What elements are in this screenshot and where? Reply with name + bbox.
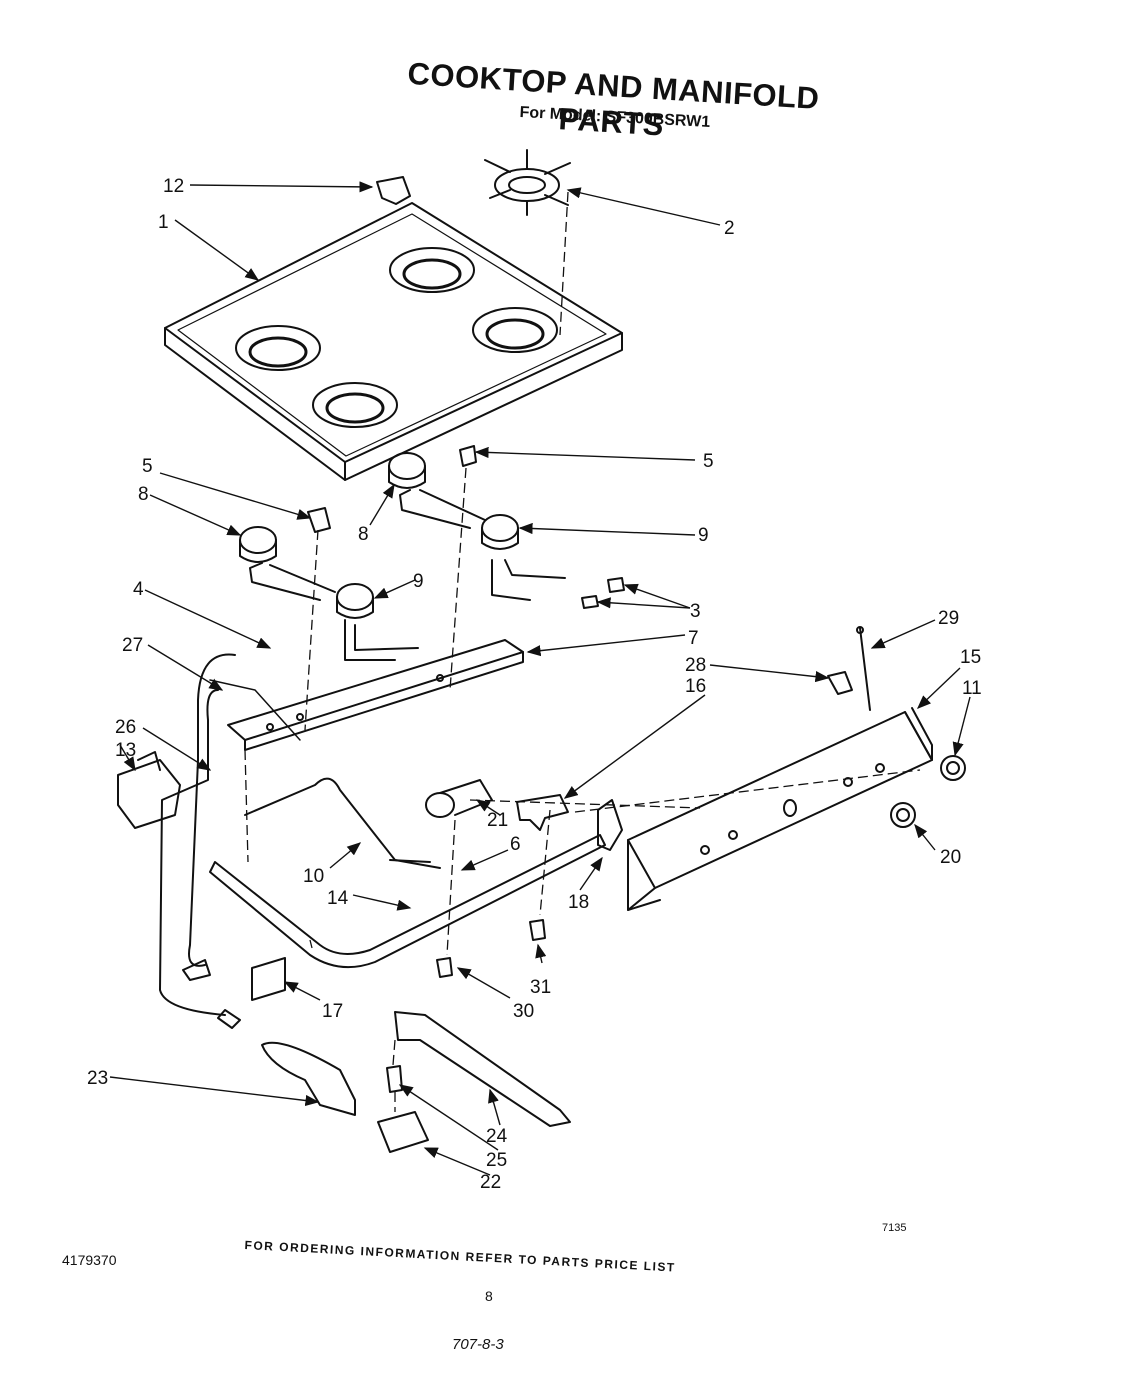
orifice-3b: [581, 595, 599, 609]
burner-assembly-right: [388, 445, 566, 601]
small-code: 7135: [882, 1222, 907, 1234]
callout-1: 1: [158, 212, 169, 233]
handwritten-code: 707-8-3: [452, 1336, 504, 1353]
callout-20: 20: [940, 847, 961, 868]
callout-29: 29: [938, 608, 959, 629]
wire-29: [859, 627, 871, 711]
gas-pipe-27: [188, 653, 236, 967]
callout-24: 24: [486, 1126, 508, 1147]
gas-pipe-26: [159, 689, 226, 1016]
callout-3: 3: [690, 601, 701, 622]
fitting-16: [516, 794, 569, 831]
manifold-tube: [209, 834, 606, 969]
callout-31: 31: [530, 977, 551, 998]
callout-27: 27: [122, 635, 143, 656]
callout-2: 2: [724, 218, 735, 239]
callout-28: 28: [685, 655, 706, 676]
callout-17: 17: [322, 1001, 343, 1022]
screw-31: [529, 919, 546, 941]
orifice-3a: [607, 577, 625, 593]
page-number: 8: [485, 1288, 493, 1304]
callout-9a: 9: [413, 571, 424, 592]
bracket-17: [251, 957, 286, 1001]
screw-30: [436, 957, 453, 978]
callout-21: 21: [487, 810, 508, 831]
callout-4: 4: [133, 579, 144, 600]
callout-25: 25: [486, 1150, 507, 1171]
callout-16: 16: [685, 676, 706, 697]
callout-9b: 9: [698, 525, 709, 546]
bracket-18: [597, 799, 623, 851]
igniter-23: [261, 1041, 356, 1116]
callout-13: 13: [115, 740, 136, 761]
callout-5a: 5: [142, 456, 153, 477]
callout-22: 22: [480, 1172, 501, 1193]
callout-26: 26: [115, 717, 136, 738]
callout-8a: 8: [138, 484, 149, 505]
cooktop-panel: [164, 202, 623, 481]
callout-30: 30: [513, 1001, 534, 1022]
callout-18: 18: [568, 892, 589, 913]
callout-5b: 5: [703, 451, 714, 472]
burner-grate: [484, 149, 571, 216]
oven-burner-24: [394, 1011, 571, 1127]
fitting-25: [386, 1065, 403, 1093]
manifold-bracket: [227, 639, 524, 751]
callout-14: 14: [327, 888, 349, 909]
bracket-12: [376, 176, 411, 205]
regulator-21: [425, 779, 493, 818]
callout-7: 7: [688, 628, 699, 649]
callout-6: 6: [510, 834, 521, 855]
screw-28: [827, 671, 853, 695]
callout-11: 11: [962, 678, 982, 699]
callout-8b: 8: [358, 524, 369, 545]
valve-13: [117, 751, 181, 829]
callout-12: 12: [163, 176, 184, 197]
burner-assembly-left: [239, 507, 419, 661]
control-panel: [627, 707, 933, 911]
document-number: 4179370: [62, 1252, 117, 1268]
callout-15: 15: [960, 647, 981, 668]
knob-11: [940, 755, 966, 781]
tube-10: [244, 777, 441, 869]
callout-10: 10: [303, 866, 324, 887]
callout-23: 23: [87, 1068, 108, 1089]
valve-22: [377, 1111, 429, 1153]
knob-20: [890, 802, 916, 828]
